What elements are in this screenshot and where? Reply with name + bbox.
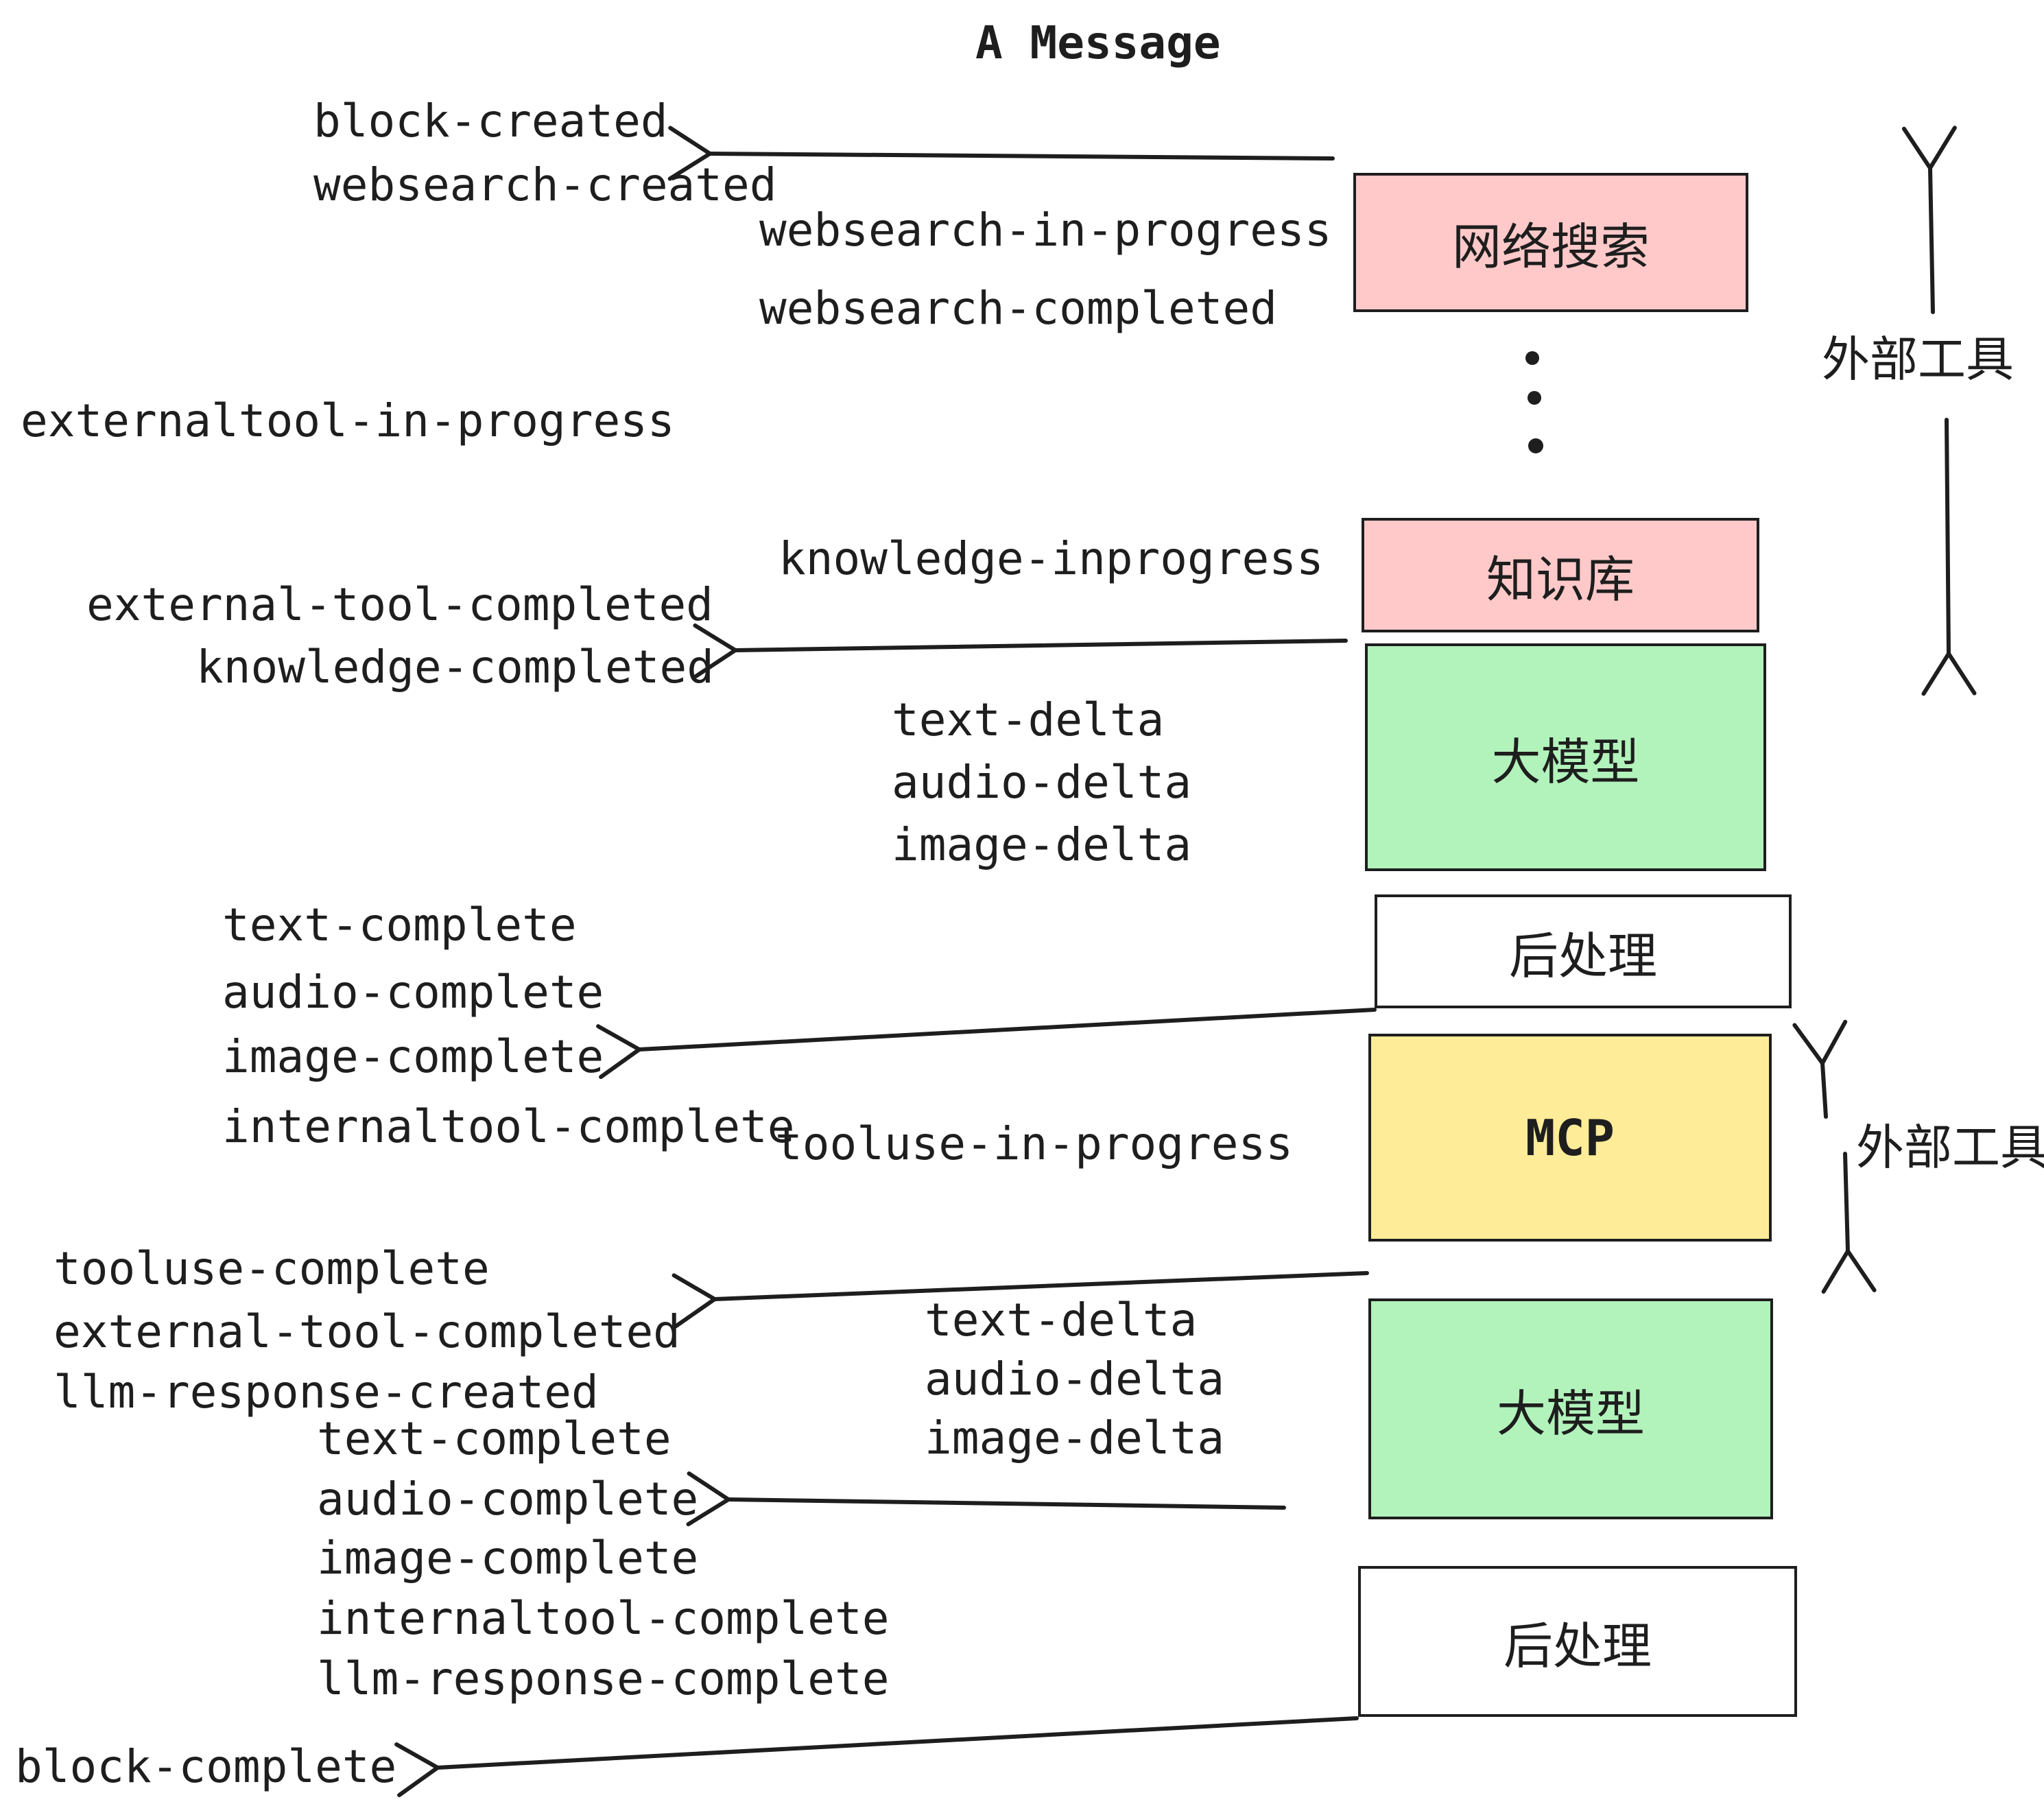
event-block-created: block-created: [313, 95, 668, 147]
event-text-complete-2: text-complete: [317, 1412, 672, 1465]
event-llm-response-complete: llm-response-complete: [317, 1652, 890, 1705]
event-llm-response-created: llm-response-created: [54, 1366, 599, 1419]
box-postprocess-2: 后处理: [1358, 1566, 1797, 1717]
event-tooluse-complete: tooluse-complete: [54, 1242, 490, 1295]
box-websearch-label: 网络搜索: [1451, 218, 1650, 276]
box-llm-1: 大模型: [1365, 643, 1766, 871]
arrow-external-tools-down-2: [1821, 1152, 1877, 1294]
arrow-to-knowledge-completed: [693, 623, 1348, 678]
event-image-complete-1: image-complete: [222, 1030, 604, 1083]
event-block-complete: block-complete: [15, 1740, 397, 1793]
box-postprocess-2-label: 后处理: [1503, 1617, 1652, 1675]
external-tools-label-top: 外部工具: [1822, 331, 2014, 388]
box-websearch: 网络搜索: [1353, 173, 1748, 312]
box-llm-2-label: 大模型: [1496, 1384, 1645, 1443]
event-internaltool-complete-2: internaltool-complete: [317, 1592, 890, 1645]
arrow-to-block-complete: [394, 1716, 1359, 1798]
box-llm-2: 大模型: [1368, 1298, 1773, 1519]
event-externaltool-in-progress: externaltool-in-progress: [21, 394, 675, 447]
event-external-tool-completed-1: external-tool-completed: [86, 578, 713, 631]
box-knowledge-label: 知识库: [1486, 551, 1635, 608]
arrow-external-tools-up-2: [1792, 1019, 1848, 1119]
event-audio-delta-1: audio-delta: [892, 756, 1192, 809]
event-tooluse-in-progress: tooluse-in-progress: [775, 1117, 1293, 1170]
event-knowledge-inprogress: knowledge-inprogress: [779, 532, 1324, 585]
arrow-external-tools-up-1: [1901, 126, 1957, 314]
event-knowledge-completed: knowledge-completed: [196, 641, 714, 693]
arrow-to-block-created: [667, 126, 1335, 181]
box-mcp: MCP: [1368, 1034, 1772, 1242]
event-text-delta-2: text-delta: [925, 1294, 1198, 1346]
event-image-delta-1: image-delta: [892, 818, 1192, 871]
box-mcp-label: MCP: [1525, 1108, 1615, 1167]
arrow-to-image-complete: [596, 1008, 1377, 1080]
event-websearch-created: websearch-created: [313, 158, 777, 211]
ellipsis-dots: [1525, 351, 1543, 453]
event-audio-delta-2: audio-delta: [925, 1353, 1225, 1405]
event-websearch-in-progress: websearch-in-progress: [759, 204, 1332, 257]
arrow-to-audio-complete: [686, 1471, 1286, 1527]
box-llm-1-label: 大模型: [1491, 733, 1640, 791]
event-image-complete-2: image-complete: [317, 1532, 699, 1585]
arrow-external-tools-down-1: [1921, 418, 1977, 696]
event-audio-complete-2: audio-complete: [317, 1473, 699, 1526]
event-image-delta-2: image-delta: [925, 1412, 1225, 1464]
box-postprocess-1-label: 后处理: [1508, 927, 1657, 985]
box-knowledge: 知识库: [1362, 518, 1759, 632]
external-tools-label-bottom: 外部工具: [1856, 1119, 2044, 1176]
event-internaltool-complete-1: internaltool-complete: [222, 1100, 795, 1153]
event-external-tool-completed-2: external-tool-completed: [54, 1305, 680, 1358]
event-audio-complete-1: audio-complete: [222, 966, 604, 1019]
page-title: A Message: [975, 16, 1221, 69]
event-text-complete-1: text-complete: [222, 899, 577, 951]
event-websearch-completed: websearch-completed: [759, 282, 1277, 335]
box-postprocess-1: 后处理: [1375, 894, 1792, 1008]
event-text-delta-1: text-delta: [892, 693, 1165, 746]
